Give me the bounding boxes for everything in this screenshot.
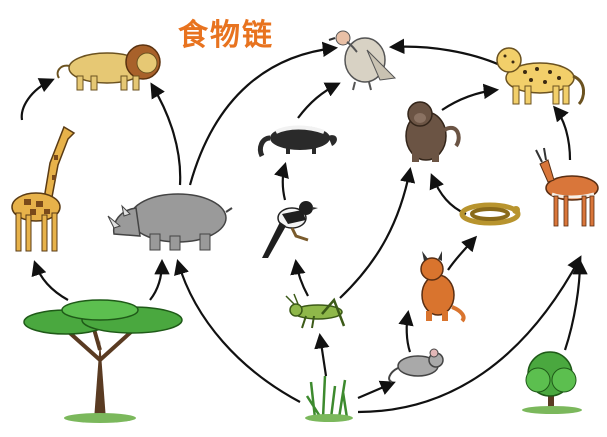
giraffe-icon xyxy=(11,125,76,252)
arrow-grass-to-antelope xyxy=(357,255,582,414)
arrow-grasshopper-to-baboon xyxy=(339,166,416,299)
mouse-icon xyxy=(388,348,444,383)
antelope-icon xyxy=(535,147,599,227)
arrow-leopard-to-vulture xyxy=(388,38,501,67)
arrow-giraffe-to-lion xyxy=(20,78,55,121)
rhino-icon xyxy=(107,193,233,251)
diagram-title: 食物链 xyxy=(178,18,274,53)
arrow-shrub-to-antelope xyxy=(563,258,588,351)
snake-icon xyxy=(459,202,521,226)
arrow-grasshopper-to-magpie xyxy=(290,258,309,297)
arrow-magpie-to-skunk xyxy=(274,162,289,201)
arrows xyxy=(20,38,588,414)
leopard-icon xyxy=(496,47,585,106)
magpie-icon xyxy=(262,201,318,258)
arrow-grass-to-grasshopper xyxy=(314,332,330,377)
arrow-lynx-to-snake xyxy=(447,235,478,271)
lion-icon xyxy=(56,44,161,91)
arrow-antelope-to-leopard xyxy=(553,105,572,161)
arrow-mouse-to-lynx xyxy=(398,309,414,353)
lynx-icon xyxy=(420,251,466,323)
grasshopper-icon xyxy=(285,293,346,329)
arrow-rhino-to-vulture xyxy=(188,41,339,186)
arrow-grass-to-mouse xyxy=(357,380,396,400)
vulture-icon xyxy=(328,30,397,91)
arrow-acacia-tree-to-rhino xyxy=(149,258,170,301)
arrow-snake-to-baboon xyxy=(429,173,467,216)
arrow-acacia-tree-to-giraffe xyxy=(31,260,69,301)
baboon-icon xyxy=(405,101,461,162)
skunk-icon xyxy=(257,125,337,158)
grass-icon xyxy=(305,375,353,422)
arrow-rhino-to-lion xyxy=(150,82,182,186)
shrub-icon xyxy=(522,351,582,414)
arrow-grass-to-rhino xyxy=(174,259,301,403)
acacia-tree-icon xyxy=(23,299,183,423)
arrow-skunk-to-vulture xyxy=(297,82,341,119)
arrow-baboon-to-leopard xyxy=(441,83,500,111)
